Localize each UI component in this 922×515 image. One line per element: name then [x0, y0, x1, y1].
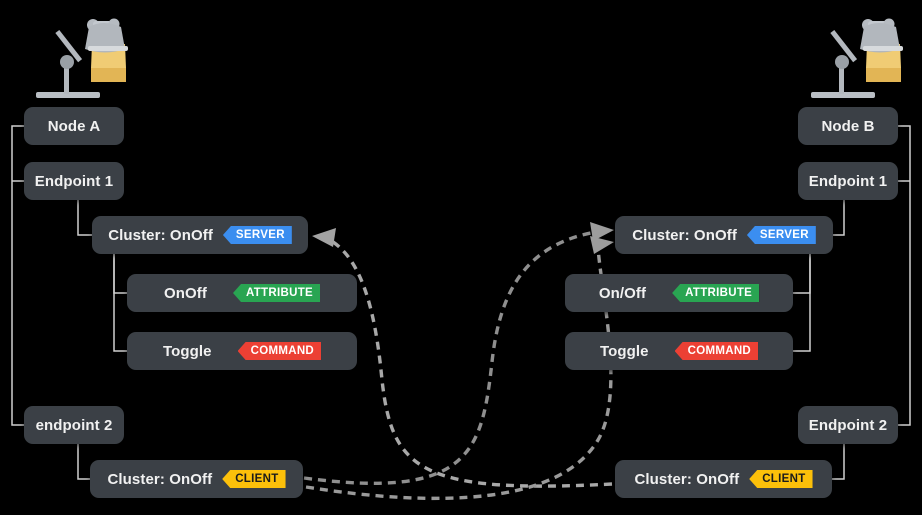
left-endpoint2-label: endpoint 2	[35, 416, 113, 434]
left-endpoint1-label: Endpoint 1	[34, 172, 114, 190]
left-cluster-server-box[interactable]: Cluster: OnOff SERVER	[92, 216, 308, 254]
left-lamp-icon	[36, 18, 128, 98]
left-command-badge: COMMAND	[237, 342, 322, 360]
right-cluster-server-box[interactable]: Cluster: OnOff SERVER	[615, 216, 833, 254]
right-command-badge: COMMAND	[674, 342, 759, 360]
right-command-box[interactable]: Toggle COMMAND	[565, 332, 793, 370]
left-cluster-server-label: Cluster: OnOff	[108, 226, 213, 244]
left-server-badge: SERVER	[222, 226, 292, 244]
left-command-label: Toggle	[162, 342, 212, 360]
right-endpoint2-box[interactable]: Endpoint 2	[798, 406, 898, 444]
right-server-badge: SERVER	[746, 226, 816, 244]
left-cluster-client-label: Cluster: OnOff	[107, 470, 213, 488]
right-attribute-badge: ATTRIBUTE	[672, 284, 760, 302]
right-cluster-server-label: Cluster: OnOff	[632, 226, 737, 244]
left-cluster-client-box[interactable]: Cluster: OnOff CLIENT	[90, 460, 303, 498]
left-attribute-label: OnOff	[163, 284, 207, 302]
right-client-badge: CLIENT	[749, 470, 813, 488]
right-endpoint1-box[interactable]: Endpoint 1	[798, 162, 898, 200]
left-node-box[interactable]: Node A	[24, 107, 124, 145]
left-attribute-box[interactable]: OnOff ATTRIBUTE	[127, 274, 357, 312]
right-cluster-client-box[interactable]: Cluster: OnOff CLIENT	[615, 460, 832, 498]
left-client-badge: CLIENT	[222, 470, 286, 488]
right-command-label: Toggle	[599, 342, 649, 360]
right-endpoint1-label: Endpoint 1	[808, 172, 888, 190]
left-endpoint2-box[interactable]: endpoint 2	[24, 406, 124, 444]
left-node-label: Node A	[47, 117, 101, 135]
right-cluster-client-label: Cluster: OnOff	[634, 470, 740, 488]
right-endpoint2-label: Endpoint 2	[808, 416, 888, 434]
right-node-label: Node B	[821, 117, 875, 135]
right-attribute-label: On/Off	[598, 284, 647, 302]
left-attribute-badge: ATTRIBUTE	[232, 284, 320, 302]
left-endpoint1-box[interactable]: Endpoint 1	[24, 162, 124, 200]
right-node-box[interactable]: Node B	[798, 107, 898, 145]
right-lamp-icon	[811, 18, 903, 98]
left-command-box[interactable]: Toggle COMMAND	[127, 332, 357, 370]
right-attribute-box[interactable]: On/Off ATTRIBUTE	[565, 274, 793, 312]
